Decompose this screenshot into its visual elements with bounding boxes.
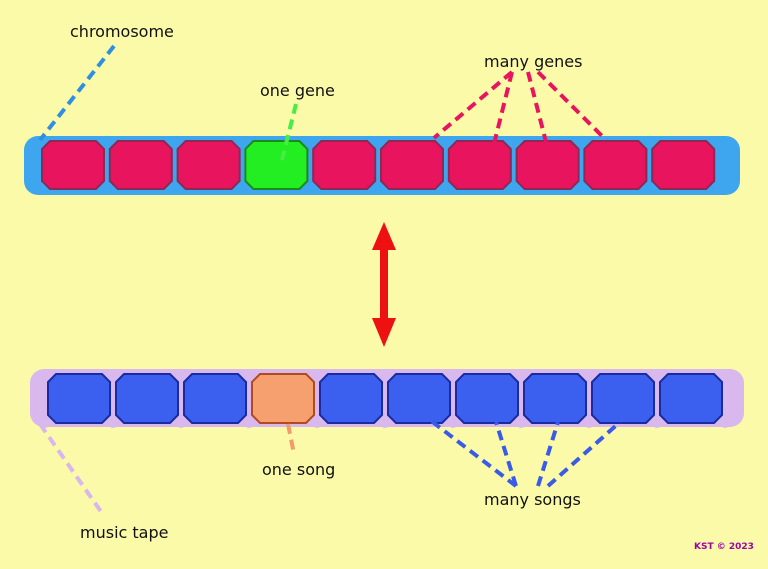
gene-segment-joint-bottom [34,184,45,194]
song-segment [523,373,587,424]
gene-segment-joint-bottom [237,184,248,194]
gene-segment-joint-top [305,136,316,146]
gene-segment [380,140,444,190]
song-segment-joint-bottom [652,418,662,428]
song-segment-joint-bottom [380,418,390,428]
song-segment-joint-bottom [176,418,186,428]
genes-leader-4 [536,70,608,142]
song-segment-joint-top [380,369,390,379]
gene-segment-joint-top [440,136,451,146]
song-segment-highlighted [251,373,315,424]
gene-segment-joint-bottom [440,184,451,194]
music-tape-label: music tape [80,523,168,542]
song-segment-joint-bottom [448,418,458,428]
gene-segment-joint-top [237,136,248,146]
one-gene-label: one gene [260,81,335,100]
song-segment-joint-bottom [584,418,594,428]
song-segment [659,373,723,424]
chromosome-leader [38,44,116,142]
gene-segment [515,140,580,190]
gene-segment-joint-bottom [508,184,519,194]
gene-segment-joint-bottom [373,184,384,194]
gene-segment-joint-bottom [712,184,723,194]
songs-leader-2 [494,421,518,487]
song-segment-joint-top [40,369,50,379]
gene-segment-joint-top [712,136,723,146]
gene-segment [312,140,377,190]
song-segment-joint-bottom [244,418,254,428]
gene-segment [41,140,105,190]
gene-segment-joint-top [576,136,587,146]
gene-segment-joint-top [508,136,519,146]
song-segment-joint-top [448,369,458,379]
song-segment-joint-bottom [312,418,322,428]
song-segment-joint-top [720,369,730,379]
genes-leader-3 [526,71,548,143]
gene-segment-joint-bottom [576,184,587,194]
gene-segment [108,140,173,190]
song-segment [591,373,655,424]
copyright-label: KST © 2023 [694,542,754,552]
one-song-label: one song [262,460,335,479]
song-segment [47,373,111,424]
gene-segment-joint-top [644,136,655,146]
gene-segment [176,140,241,190]
tape-songs [40,369,730,428]
song-segment [183,373,247,424]
song-segment [455,373,519,424]
song-segment [319,373,383,424]
gene-segment-joint-bottom [101,184,112,194]
gene-leader [280,103,298,161]
song-segment [115,373,179,424]
song-segment-joint-bottom [720,418,730,428]
double-arrow [372,222,396,347]
chromosome-genes [34,136,723,194]
gene-segment-highlighted [244,140,309,190]
songs-leader-3 [536,421,560,487]
genes-leader-1 [432,70,514,140]
song-segment-joint-bottom [108,418,118,428]
many-genes-label: many genes [484,52,582,71]
songs-leader-1 [428,418,518,488]
song-segment-joint-top [652,369,662,379]
gene-segment-joint-top [101,136,112,146]
song-segment-joint-top [108,369,118,379]
song-segment [387,373,451,424]
song-segment-joint-bottom [516,418,526,428]
genes-leader-2 [492,71,514,145]
chromosome-label: chromosome [70,22,174,41]
gene-segment [651,140,716,190]
song-leader [286,423,296,455]
many-songs-label: many songs [484,490,581,509]
song-segment-joint-top [244,369,254,379]
tape-leader [38,422,106,518]
song-segment-joint-top [584,369,594,379]
songs-leader-4 [546,420,622,488]
gene-segment-joint-bottom [305,184,316,194]
song-segment-joint-top [176,369,186,379]
gene-segment-joint-top [373,136,384,146]
gene-segment-joint-bottom [644,184,655,194]
song-segment-joint-top [516,369,526,379]
gene-segment-joint-bottom [169,184,180,194]
gene-segment-joint-top [169,136,180,146]
gene-segment [447,140,512,190]
gene-segment [583,140,648,190]
song-segment-joint-top [312,369,322,379]
leader-lines [38,44,622,518]
